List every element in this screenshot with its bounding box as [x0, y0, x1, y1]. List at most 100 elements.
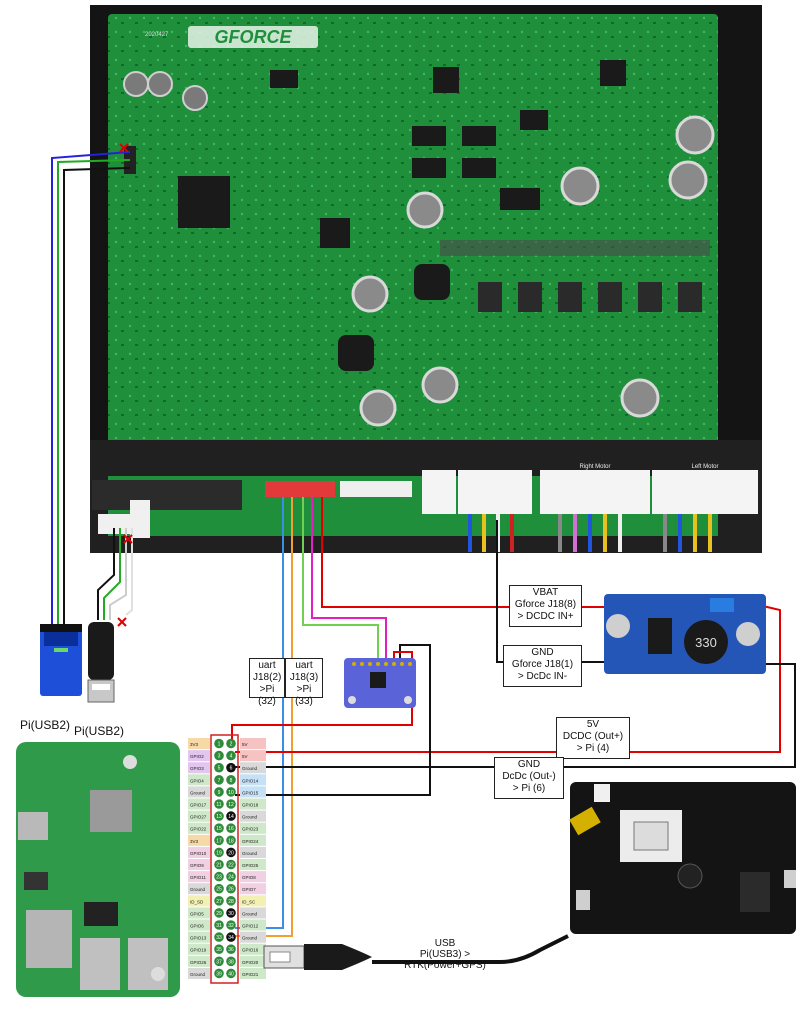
gpio-pin-even [226, 847, 236, 858]
gpio-pin-name: ID_SC [242, 899, 256, 904]
rtk-board [569, 782, 796, 934]
gpio-pin-even [226, 920, 236, 930]
gpio-pin-name: GPIO20 [242, 960, 259, 965]
gpio-pin-odd [214, 932, 224, 942]
gpio-pin-name: ID_SD [190, 899, 204, 904]
gpio-label-cell [188, 846, 210, 858]
gpio-pin-even [226, 823, 236, 833]
gpio-pin-number: 24 [228, 875, 234, 881]
gpio-pin-number: 29 [216, 911, 222, 917]
gpio-label-cell [240, 907, 266, 919]
gpio-pin-number: 4 [230, 754, 233, 760]
gpio-label-cell [188, 822, 210, 834]
gpio-pin-name: GPIO4 [190, 778, 204, 783]
gpio-pin-odd [214, 908, 224, 918]
gpio-label-cell [240, 834, 266, 846]
gpio-pin-even [226, 968, 236, 979]
gpio-pin-number: 27 [216, 899, 222, 905]
gpio-pin-name: Ground [190, 972, 206, 977]
gpio-pin-even [226, 883, 236, 894]
gpio-label-cell [188, 943, 210, 955]
gpio-pin-odd [214, 859, 224, 870]
gpio-pin-name: GPIO13 [190, 936, 207, 941]
gpio-pin-odd [214, 944, 224, 954]
gpio-pin-number: 22 [228, 863, 234, 869]
gpio-label-cell [240, 859, 266, 871]
gpio-pin-number: 33 [216, 935, 222, 941]
gpio-pin-number: 17 [216, 838, 222, 844]
gpio-pin-number: 40 [228, 971, 234, 977]
gpio-pin-number: 1 [218, 742, 221, 748]
gpio-label-cell [188, 738, 210, 750]
left-motor-connector [652, 470, 758, 514]
gpio-pin-even [226, 799, 236, 809]
gpio-pin-name: 3V3 [190, 742, 199, 747]
gpio-pin-name: GPIO21 [242, 972, 259, 977]
gpio-label-cell [188, 859, 210, 871]
gpio-pin-name: Ground [190, 790, 206, 795]
gpio-pin-odd [214, 762, 224, 773]
main-pcb [108, 14, 718, 476]
gpio-pin-name: Ground [242, 766, 258, 771]
gpio-label-cell [188, 955, 210, 967]
gpio-label-cell [188, 834, 210, 846]
gpio-pin-odd [214, 871, 224, 882]
gpio-pin-number: 16 [228, 826, 234, 832]
gpio-pin-name: Ground [242, 815, 258, 820]
gpio-label-cell [240, 871, 266, 883]
gpio-pin-even [226, 944, 236, 954]
gpio-pin-name: GPIO22 [190, 827, 207, 832]
gpio-pin-number: 9 [218, 790, 221, 796]
gpio-label-cell [240, 786, 266, 798]
gpio-pin-even [226, 811, 236, 821]
gpio-pin-number: 6 [230, 766, 233, 772]
gpio-label-cell [188, 810, 210, 822]
gpio-pin-name: GPIO6 [190, 924, 204, 929]
gpio-pin-odd [214, 787, 224, 797]
gpio-label-cell [188, 871, 210, 883]
gpio-pin-name: GPIO15 [242, 790, 259, 795]
gpio-label-cell [240, 810, 266, 822]
gpio-pin-name: GPIO26 [190, 960, 207, 965]
gpio-label-cell [188, 774, 210, 786]
gpio-pin-name: GPIO2 [190, 754, 204, 759]
gpio-pin-number: 5 [218, 766, 221, 772]
usb-programmer [40, 624, 82, 696]
gpio-pin-number: 23 [216, 875, 222, 881]
gpio-pin-name: GPIO23 [242, 827, 259, 832]
gpio-label-cell [188, 750, 210, 762]
gpio-pin-even [226, 750, 236, 761]
gpio-label-cell [240, 822, 266, 834]
pi-usb2-label-a: Pi(USB2) [20, 718, 71, 732]
gpio-label-cell [240, 883, 266, 895]
gpio-pin-number: 8 [230, 778, 233, 784]
gpio-pin-name: GPIO10 [190, 851, 207, 856]
gpio-pin-name: GPIO3 [190, 766, 204, 771]
usb-rtk-label: USB Pi(USB3) > RTK(Power+GPS) [404, 938, 486, 971]
gpio-label-cell [188, 931, 210, 943]
gpio-pin-name: GPIO25 [242, 863, 259, 868]
gpio-pin-odd [214, 920, 224, 930]
gpio-pin-even [226, 932, 236, 942]
cut-mark-top [119, 143, 129, 153]
gpio-pin-odd [214, 896, 224, 906]
gpio-pin-odd [214, 775, 224, 785]
gpio-pin-number: 13 [216, 814, 222, 820]
gpio-pin-even [226, 762, 236, 773]
gpio-pin-number: 20 [228, 850, 234, 856]
gpio-pin-number: 25 [216, 887, 222, 893]
gpio-pin-odd [214, 835, 224, 846]
gpio-label-cell [188, 762, 210, 774]
imu-board [344, 658, 416, 708]
gpio-pin-odd [214, 811, 224, 821]
gpio-pin-number: 28 [228, 899, 234, 905]
svg-text:GFORCE: GFORCE [214, 27, 292, 47]
right-motor-connector [540, 470, 650, 514]
raspberry-pi [16, 742, 180, 997]
gpio-pin-even [226, 738, 236, 749]
